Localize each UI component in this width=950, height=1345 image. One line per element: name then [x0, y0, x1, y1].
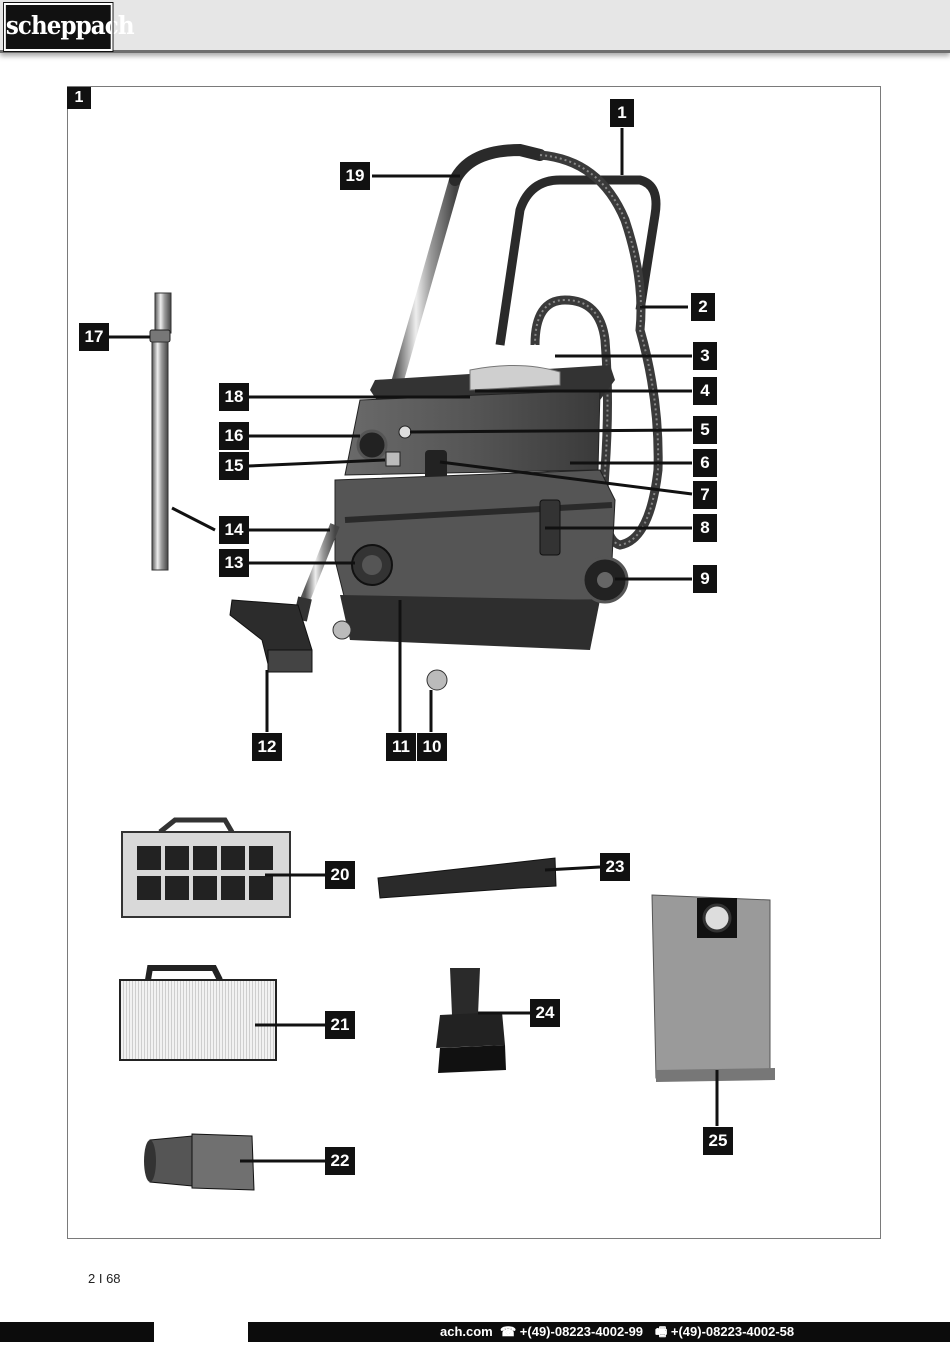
- adapter-drawing: [144, 1133, 255, 1191]
- callout-13: 13: [219, 549, 249, 577]
- footer-bar-left: [0, 1322, 154, 1342]
- brush-nozzle-drawing: [436, 968, 506, 1073]
- cartridge-filter-drawing: [121, 817, 291, 918]
- crevice-nozzle-drawing: [377, 857, 557, 899]
- callout-17: 17: [79, 323, 109, 351]
- page-header: scheppach: [0, 0, 950, 53]
- callout-2: 2: [691, 293, 715, 321]
- callout-8: 8: [693, 514, 717, 542]
- floor-nozzle-drawing: [229, 523, 340, 673]
- callout-7: 7: [693, 481, 717, 509]
- callout-20: 20: [325, 861, 355, 889]
- footer-phone: ☎ +(49)-08223-4002-99: [500, 1324, 644, 1339]
- callout-18: 18: [219, 383, 249, 411]
- callout-15: 15: [219, 452, 249, 480]
- dust-bag-drawing: [651, 894, 775, 1082]
- callout-5: 5: [693, 416, 717, 444]
- figure-frame: [67, 86, 881, 1239]
- callout-14: 14: [219, 516, 249, 544]
- callout-21: 21: [325, 1011, 355, 1039]
- vacuum-handle-drawing: [389, 143, 663, 550]
- callout-9: 9: [693, 565, 717, 593]
- callout-25: 25: [703, 1127, 733, 1155]
- extension-tube-drawing: [149, 292, 172, 571]
- callout-3: 3: [693, 342, 717, 370]
- page-number: 2 I 68: [88, 1271, 121, 1286]
- footer-fax: 🖷 +(49)-08223-4002-58: [655, 1324, 795, 1339]
- pleated-filter-drawing: [119, 965, 277, 1061]
- callout-16: 16: [219, 422, 249, 450]
- callout-6: 6: [693, 449, 717, 477]
- callout-22: 22: [325, 1147, 355, 1175]
- callout-19: 19: [340, 162, 370, 190]
- callout-4: 4: [693, 377, 717, 405]
- callout-24: 24: [530, 999, 560, 1027]
- figure-number: 1: [67, 87, 91, 109]
- vacuum-body-drawing: [332, 365, 629, 691]
- callout-11: 11: [386, 733, 416, 761]
- scheppach-logo: scheppach: [3, 2, 135, 52]
- callout-10: 10: [417, 733, 447, 761]
- callout-1: 1: [610, 99, 634, 127]
- footer-bar-right: [248, 1322, 950, 1342]
- footer-web: ach.com: [440, 1324, 493, 1339]
- callout-12: 12: [252, 733, 282, 761]
- callout-23: 23: [600, 853, 630, 881]
- leader-lines: [108, 128, 719, 1163]
